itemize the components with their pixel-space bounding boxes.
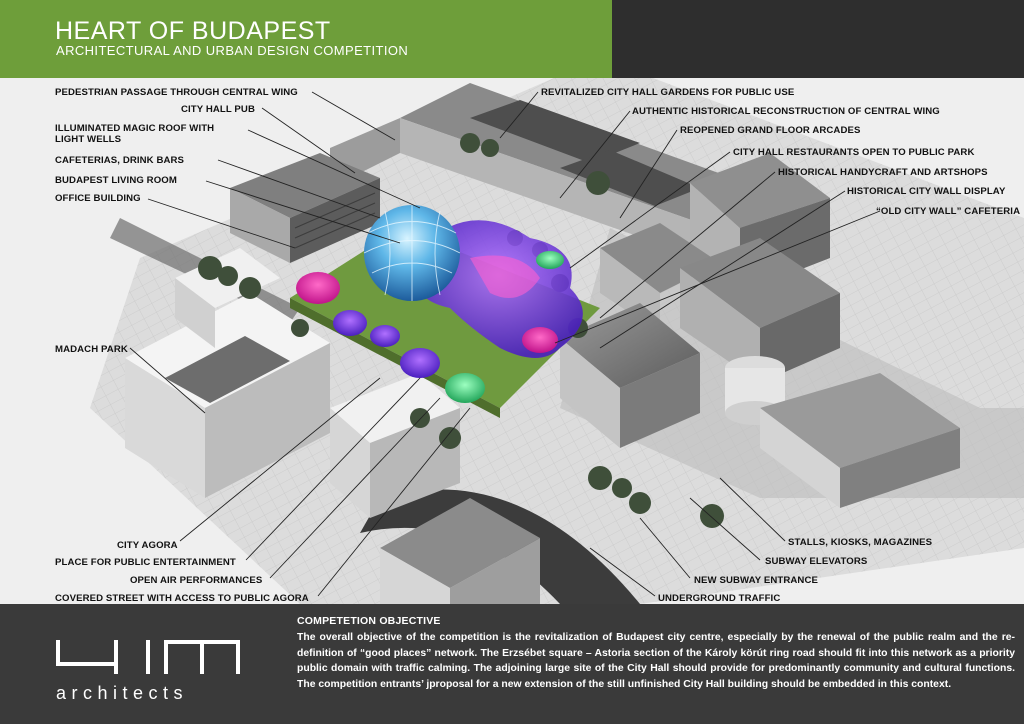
callout-city-agora: CITY AGORA	[117, 540, 178, 551]
header-green-band	[0, 0, 612, 78]
right-building-blocks	[560, 153, 960, 508]
city-agora-park	[290, 228, 600, 408]
callout-subway-elevators: SUBWAY ELEVATORS	[765, 556, 868, 567]
callout-gardens: REVITALIZED CITY HALL GARDENS FOR PUBLIC…	[541, 87, 795, 98]
callout-cafeterias: CAFETERIAS, DRINK BARS	[55, 155, 185, 166]
firm-logo-text: architects	[56, 683, 189, 703]
callout-office-building: OFFICE BUILDING	[55, 193, 141, 204]
callout-subway-entrance: NEW SUBWAY ENTRANCE	[694, 575, 818, 586]
left-building-blocks	[125, 248, 460, 518]
callout-madach-park: MADACH PARK	[55, 344, 128, 355]
green-roof-dot	[536, 251, 564, 269]
callout-living-room: BUDAPEST LIVING ROOM	[55, 175, 177, 186]
callout-arcades: REOPENED GRAND FLOOR ARCADES	[680, 125, 861, 136]
callout-leader-lines	[129, 91, 881, 597]
objective-title: COMPETETION OBJECTIVE	[297, 615, 441, 627]
callout-city-wall-display: HISTORICAL CITY WALL DISPLAY	[847, 186, 1006, 197]
callout-open-air: OPEN AIR PERFORMANCES	[130, 575, 263, 586]
magic-roof-light-well	[470, 255, 540, 298]
office-building-block	[230, 153, 380, 263]
header-dark-band	[612, 0, 1024, 78]
objective-text: The overall objective of the competition…	[297, 632, 1015, 690]
callout-pedestrian-passage: PEDESTRIAN PASSAGE THROUGH CENTRAL WING	[55, 87, 298, 98]
callout-reconstruction: AUTHENTIC HISTORICAL RECONSTRUCTION OF C…	[632, 106, 940, 117]
purple-umbrella-small	[370, 325, 400, 347]
pink-umbrella	[296, 272, 340, 304]
callout-wall-cafeteria: “OLD CITY WALL” CAFETERIA	[876, 206, 1021, 217]
callout-restaurants: CITY HALL RESTAURANTS OPEN TO PUBLIC PAR…	[733, 147, 975, 158]
blue-umbrella	[400, 348, 440, 378]
site-aerial-rendering	[0, 78, 1024, 604]
callout-covered-street: COVERED STREET WITH ACCESS TO PUBLIC AGO…	[55, 593, 309, 604]
green-umbrella	[445, 373, 485, 403]
callout-city-hall-pub: CITY HALL PUB	[181, 104, 255, 115]
page-subtitle: ARCHITECTURAL AND URBAN DESIGN COMPETITI…	[56, 43, 409, 58]
callout-handycraft: HISTORICAL HANDYCRAFT AND ARTSHOPS	[778, 167, 988, 178]
callout-magic-roof: ILLUMINATED MAGIC ROOF WITH LIGHT WELLS	[55, 123, 215, 145]
firm-logo-mark	[56, 640, 240, 674]
living-room-dome	[363, 205, 461, 301]
pink-roof-dot	[522, 327, 558, 353]
callout-underground-traffic: UNDERGROUND TRAFFIC	[658, 593, 781, 604]
page-title: HEART OF BUDAPEST	[55, 17, 331, 45]
callout-public-entertainment: PLACE FOR PUBLIC ENTERTAINMENT	[55, 557, 236, 568]
bottom-building-blocks	[380, 498, 540, 604]
purple-umbrella	[333, 310, 367, 336]
footer-panel: architects COMPETETION OBJECTIVE The ove…	[0, 604, 1024, 724]
callout-stalls: STALLS, KIOSKS, MAGAZINES	[788, 537, 933, 548]
